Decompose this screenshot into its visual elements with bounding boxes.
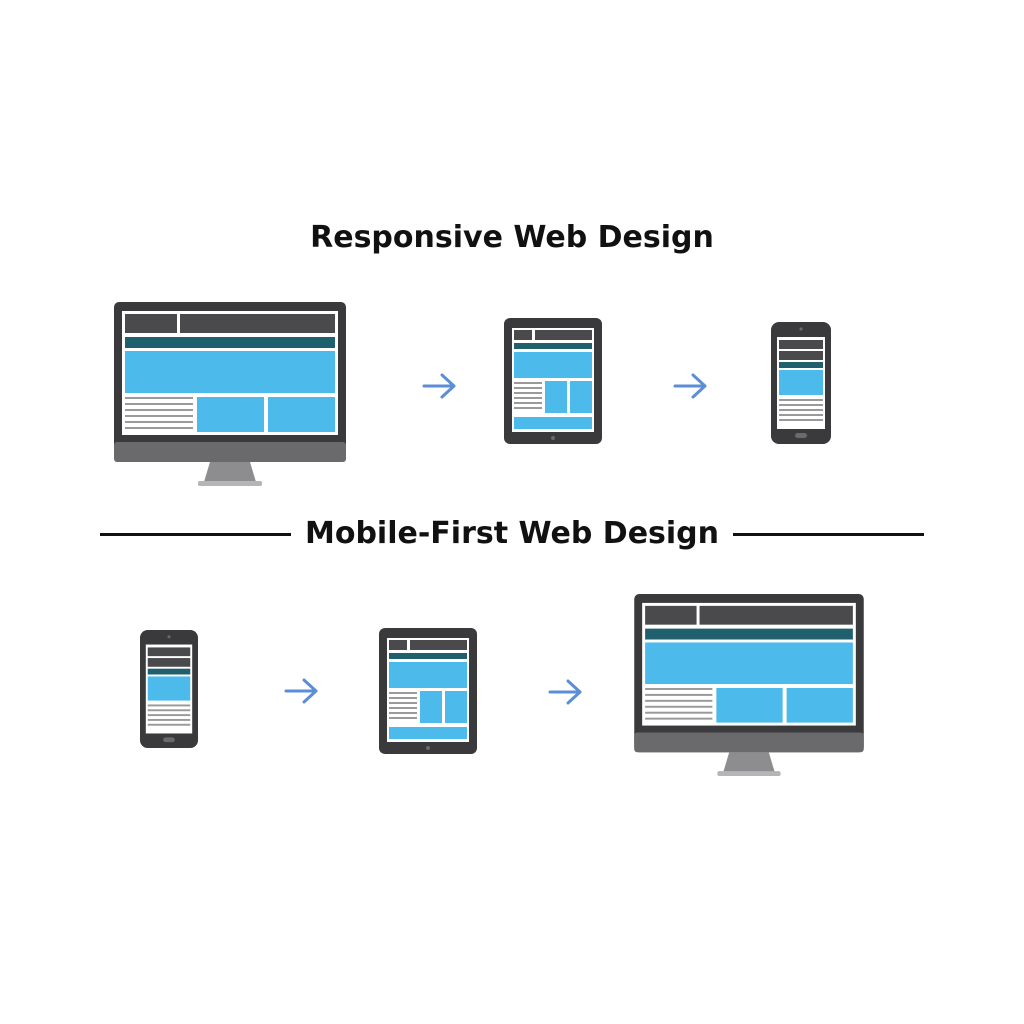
right-arrow-icon xyxy=(284,678,318,704)
mobile-first-web-design-title: Mobile-First Web Design xyxy=(304,516,720,551)
right-arrow-icon xyxy=(548,679,582,705)
mobile-first-heading: Mobile-First Web Design xyxy=(100,514,924,554)
smartphone-icon xyxy=(771,322,831,444)
right-arrow-icon xyxy=(422,373,456,399)
desktop-monitor-icon xyxy=(634,594,864,777)
tablet-icon xyxy=(504,318,602,444)
desktop-monitor-icon xyxy=(114,302,346,486)
divider-right xyxy=(733,532,924,536)
right-arrow-icon xyxy=(673,373,707,399)
divider-left xyxy=(100,532,291,536)
smartphone-icon xyxy=(140,630,198,748)
responsive-web-design-title: Responsive Web Design xyxy=(310,220,714,255)
tablet-icon xyxy=(379,628,477,754)
